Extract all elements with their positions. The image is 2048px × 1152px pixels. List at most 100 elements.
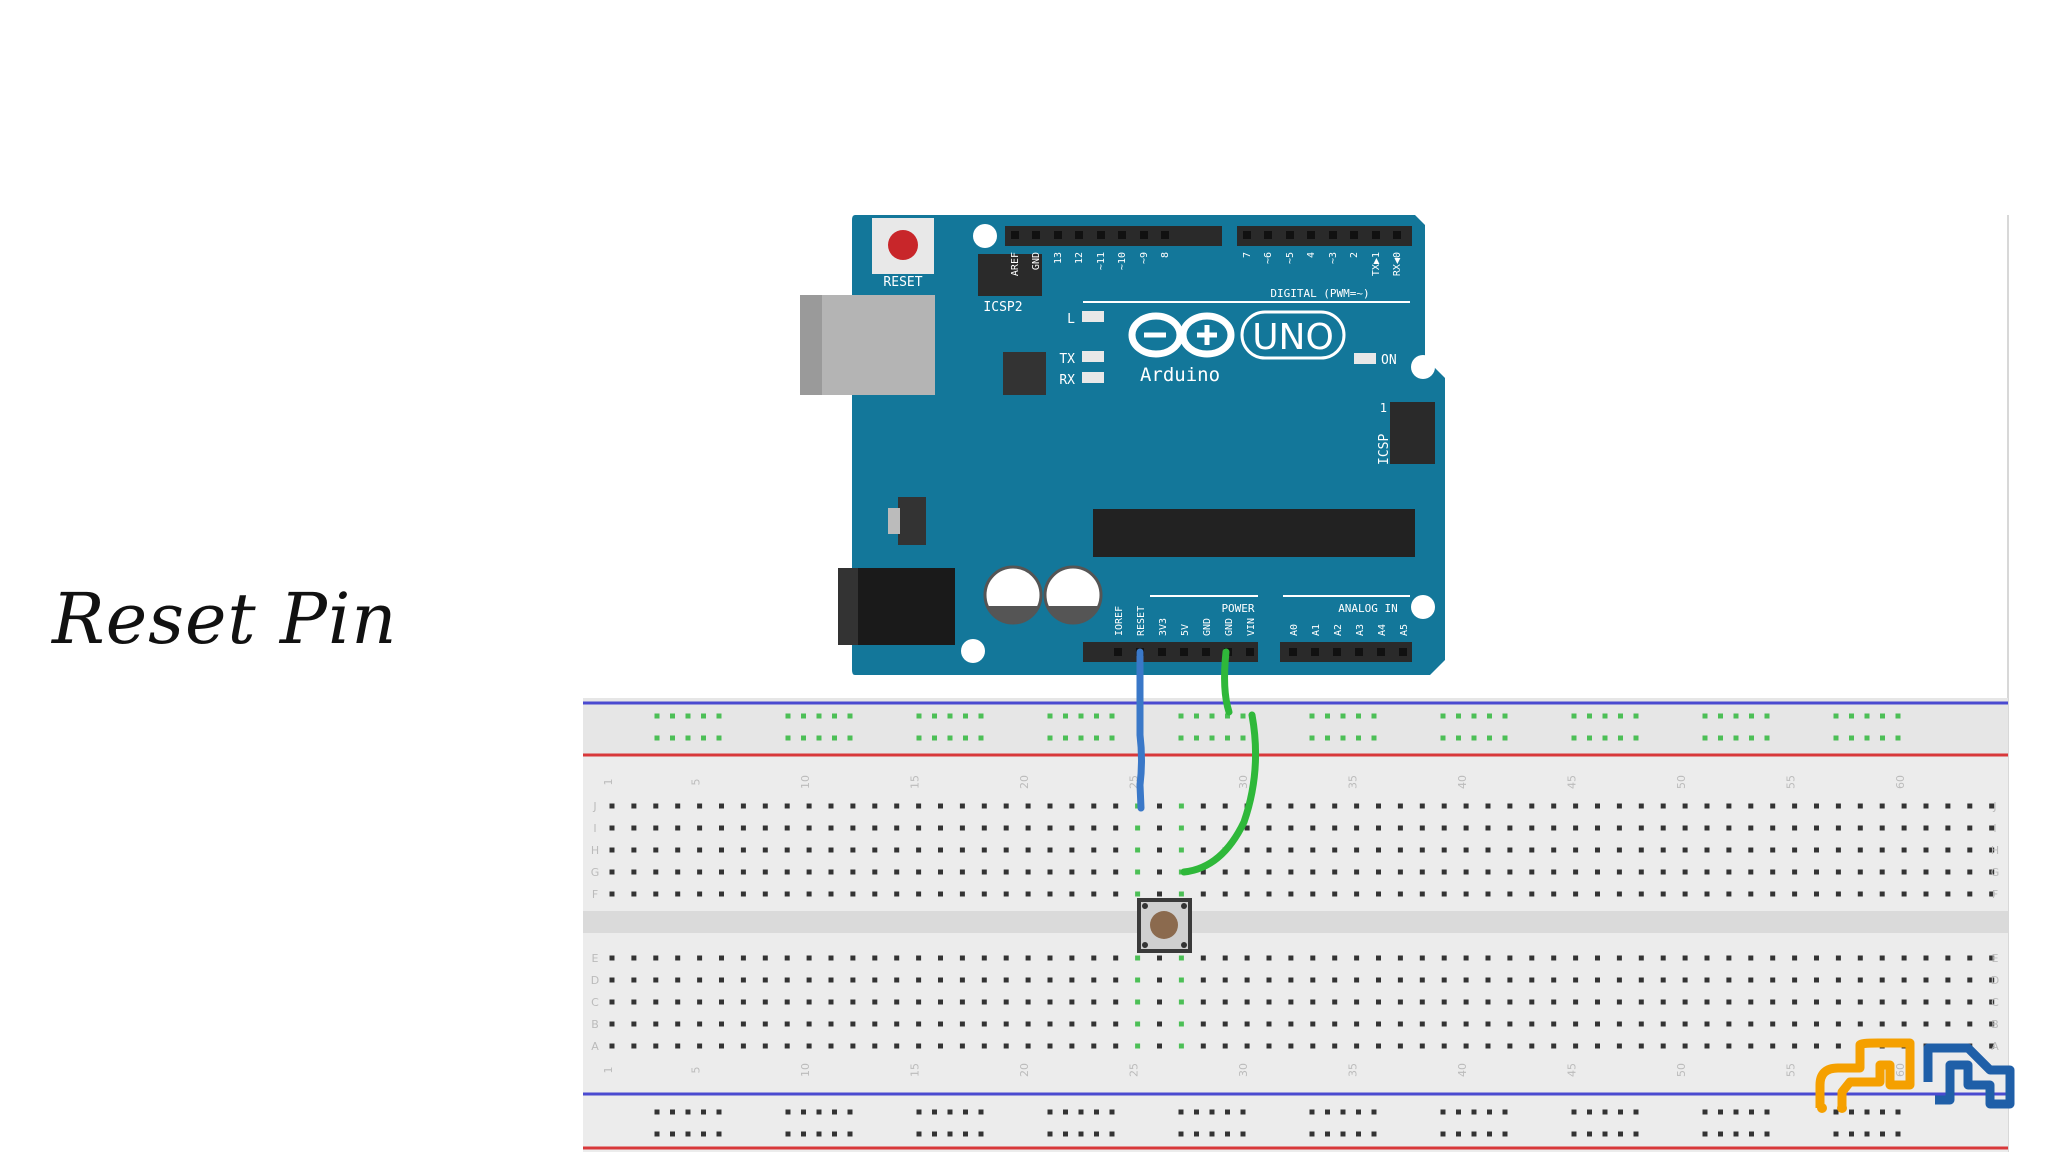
- rail-hole: [1895, 713, 1901, 719]
- breadboard-hole: [1792, 955, 1798, 961]
- breadboard-hole: [1923, 891, 1929, 897]
- analog-pin-label: A5: [1399, 624, 1410, 636]
- breadboard-hole: [1726, 869, 1732, 875]
- digital-pin-label: 2: [1349, 252, 1360, 258]
- rail-hole: [1571, 1131, 1577, 1137]
- breadboard-hole: [1178, 999, 1184, 1005]
- digital-header-label: DIGITAL (PWM=~): [1270, 287, 1369, 300]
- breadboard-hole: [1967, 1021, 1973, 1027]
- breadboard-hole: [1244, 825, 1250, 831]
- breadboard-hole: [894, 803, 900, 809]
- breadboard-hole: [938, 955, 943, 961]
- breadboard-hole: [1332, 955, 1338, 961]
- led-l-label: L: [1067, 312, 1075, 327]
- breadboard-hole: [1266, 1021, 1272, 1027]
- breadboard-hole: [1638, 999, 1644, 1005]
- breadboard-hole: [981, 803, 987, 809]
- breadboard-hole: [1069, 999, 1075, 1005]
- breadboard-hole: [1835, 869, 1841, 875]
- push-button[interactable]: [1137, 898, 1192, 953]
- breadboard-hole: [1682, 825, 1688, 831]
- breadboard-hole: [959, 1021, 965, 1027]
- rail-hole: [1733, 735, 1739, 741]
- row-letter: G: [591, 866, 600, 879]
- header-pin: [1333, 648, 1341, 656]
- column-number-bottom: 50: [1675, 1063, 1688, 1077]
- breadboard-hole: [653, 955, 659, 961]
- breadboard-hole: [1113, 891, 1119, 897]
- header-pin: [1180, 648, 1188, 656]
- breadboard-hole: [828, 999, 834, 1005]
- breadboard-hole: [1923, 955, 1929, 961]
- breadboard-hole: [1857, 869, 1863, 875]
- breadboard-hole: [894, 869, 900, 875]
- rail-hole: [1456, 1109, 1461, 1115]
- voltage-regulator: [898, 497, 926, 545]
- breadboard-hole: [1397, 803, 1403, 809]
- breadboard-hole: [1222, 869, 1228, 875]
- breadboard-hole: [1266, 999, 1272, 1005]
- breadboard-hole: [1157, 869, 1162, 875]
- usb-connector: [800, 295, 935, 395]
- breadboard-hole: [1901, 1021, 1907, 1027]
- breadboard-hole: [806, 977, 812, 983]
- breadboard-hole: [1507, 803, 1513, 809]
- icsp-header: [1390, 402, 1435, 464]
- breadboard-hole: [981, 847, 987, 853]
- rail-hole: [1456, 713, 1461, 719]
- breadboard-hole: [1595, 1043, 1600, 1049]
- breadboard-hole: [806, 1021, 812, 1027]
- breadboard-hole: [653, 1043, 659, 1049]
- rail-hole: [1502, 1109, 1508, 1115]
- breadboard-hole: [1397, 891, 1403, 897]
- breadboard-hole: [1507, 825, 1513, 831]
- led-on-label: ON: [1381, 353, 1397, 368]
- breadboard-hole: [1529, 955, 1535, 961]
- rail-hole: [1209, 735, 1215, 741]
- rail-hole: [1094, 1109, 1099, 1115]
- breadboard-hole: [1003, 847, 1009, 853]
- column-number-bottom: 1: [602, 1067, 615, 1074]
- breadboard-hole: [959, 977, 965, 983]
- breadboard-hole: [1025, 999, 1031, 1005]
- breadboard-hole: [1814, 1043, 1819, 1049]
- rail-hole: [1078, 1131, 1084, 1137]
- breadboard-hole: [1003, 803, 1009, 809]
- breadboard-hole: [1529, 891, 1535, 897]
- breadboard-hole: [1989, 977, 1995, 983]
- breadboard-hole: [1638, 977, 1644, 983]
- rail-hole: [1340, 1109, 1346, 1115]
- breadboard-hole: [1726, 1021, 1732, 1027]
- breadboard-hole: [916, 847, 922, 853]
- breadboard-hole: [1354, 977, 1360, 983]
- rail-hole: [701, 713, 706, 719]
- breadboard-hole: [828, 825, 834, 831]
- breadboard-hole: [1704, 999, 1710, 1005]
- rail-hole: [1078, 713, 1084, 719]
- digital-pin-label: ~5: [1285, 252, 1296, 264]
- breadboard-hole: [762, 847, 768, 853]
- rail-hole: [978, 735, 984, 741]
- breadboard-hole: [1069, 891, 1075, 897]
- rail-hole: [1849, 735, 1854, 741]
- breadboard-hole: [1266, 977, 1272, 983]
- breadboard-hole: [828, 869, 834, 875]
- digital-pin-label: 7: [1242, 252, 1253, 258]
- breadboard-hole: [1857, 891, 1863, 897]
- breadboard-hole: [1792, 999, 1798, 1005]
- row-letter: H: [1991, 844, 1999, 857]
- breadboard-hole: [1354, 955, 1360, 961]
- breadboard-hole: [1222, 803, 1228, 809]
- breadboard-hole: [1967, 977, 1973, 983]
- breadboard-hole: [1419, 1021, 1425, 1027]
- breadboard-hole: [762, 803, 768, 809]
- mounting-hole: [973, 224, 997, 248]
- mounting-hole: [1411, 595, 1435, 619]
- digital-pin-label: ~3: [1328, 252, 1339, 264]
- breadboard-hole: [1835, 1043, 1841, 1049]
- breadboard-hole: [1288, 1043, 1294, 1049]
- breadboard-hole: [1879, 803, 1885, 809]
- breadboard-hole: [1288, 1021, 1294, 1027]
- rail-hole: [1325, 1131, 1330, 1137]
- breadboard-hole: [1770, 891, 1776, 897]
